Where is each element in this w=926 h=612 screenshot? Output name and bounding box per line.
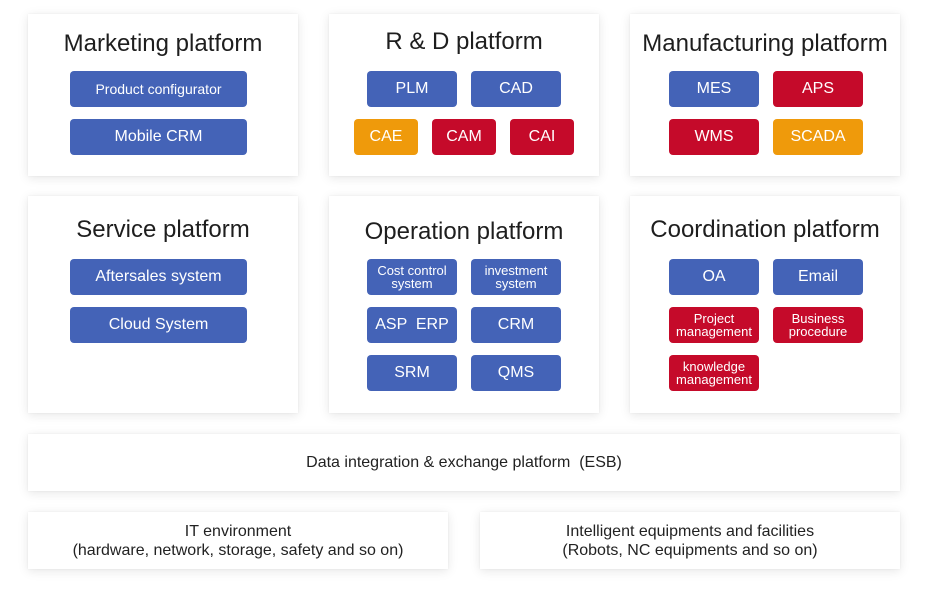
manufacturing-platform-title: Manufacturing platform (642, 30, 888, 57)
esb-bar: Data integration & exchange platform (ES… (28, 434, 900, 491)
chip-business-procedure[interactable]: Business procedure (773, 307, 863, 343)
equipment-bar: Intelligent equipments and facilities (R… (480, 512, 900, 569)
chip-mobile-crm[interactable]: Mobile CRM (70, 119, 247, 155)
equipment-title: Intelligent equipments and facilities (565, 522, 815, 540)
esb-label: Data integration & exchange platform (ES… (306, 454, 622, 471)
chip-scada[interactable]: SCADA (773, 119, 863, 155)
chip-knowledge-management[interactable]: knowledge management (669, 355, 759, 391)
chip-cloud-system[interactable]: Cloud System (70, 307, 247, 343)
chip-project-management[interactable]: Project management (669, 307, 759, 343)
coordination-platform-card: Coordination platform OA Email Project m… (630, 196, 900, 413)
service-platform-card: Service platform Aftersales system Cloud… (28, 196, 298, 413)
manufacturing-platform-card: Manufacturing platform MES APS WMS SCADA (630, 14, 900, 176)
chip-oa[interactable]: OA (669, 259, 759, 295)
chip-wms[interactable]: WMS (669, 119, 759, 155)
equipment-detail: (Robots, NC equipments and so on) (562, 541, 818, 559)
chip-aftersales-system[interactable]: Aftersales system (70, 259, 247, 295)
operation-platform-title: Operation platform (364, 218, 564, 245)
chip-cad[interactable]: CAD (471, 71, 561, 107)
chip-qms[interactable]: QMS (471, 355, 561, 391)
chip-cam[interactable]: CAM (432, 119, 496, 155)
marketing-platform-title: Marketing platform (63, 30, 263, 57)
chip-cai[interactable]: CAI (510, 119, 574, 155)
chip-email[interactable]: Email (773, 259, 863, 295)
it-environment-bar: IT environment (hardware, network, stora… (28, 512, 448, 569)
service-platform-title: Service platform (76, 216, 250, 243)
chip-mes[interactable]: MES (669, 71, 759, 107)
it-environment-title: IT environment (184, 522, 292, 540)
operation-platform-card: Operation platform Cost control system i… (329, 196, 599, 413)
chip-crm[interactable]: CRM (471, 307, 561, 343)
chip-asp-erp[interactable]: ASP ERP (367, 307, 457, 343)
chip-investment-system[interactable]: investment system (471, 259, 561, 295)
it-environment-detail: (hardware, network, storage, safety and … (72, 541, 404, 559)
chip-aps[interactable]: APS (773, 71, 863, 107)
chip-plm[interactable]: PLM (367, 71, 457, 107)
rd-platform-card: R & D platform PLM CAD CAE CAM CAI (329, 14, 599, 176)
chip-product-configurator[interactable]: Product configurator (70, 71, 247, 107)
chip-cae[interactable]: CAE (354, 119, 418, 155)
coordination-platform-title: Coordination platform (650, 216, 880, 243)
chip-srm[interactable]: SRM (367, 355, 457, 391)
chip-cost-control-system[interactable]: Cost control system (367, 259, 457, 295)
marketing-platform-card: Marketing platform Product configurator … (28, 14, 298, 176)
rd-platform-title: R & D platform (385, 28, 543, 55)
